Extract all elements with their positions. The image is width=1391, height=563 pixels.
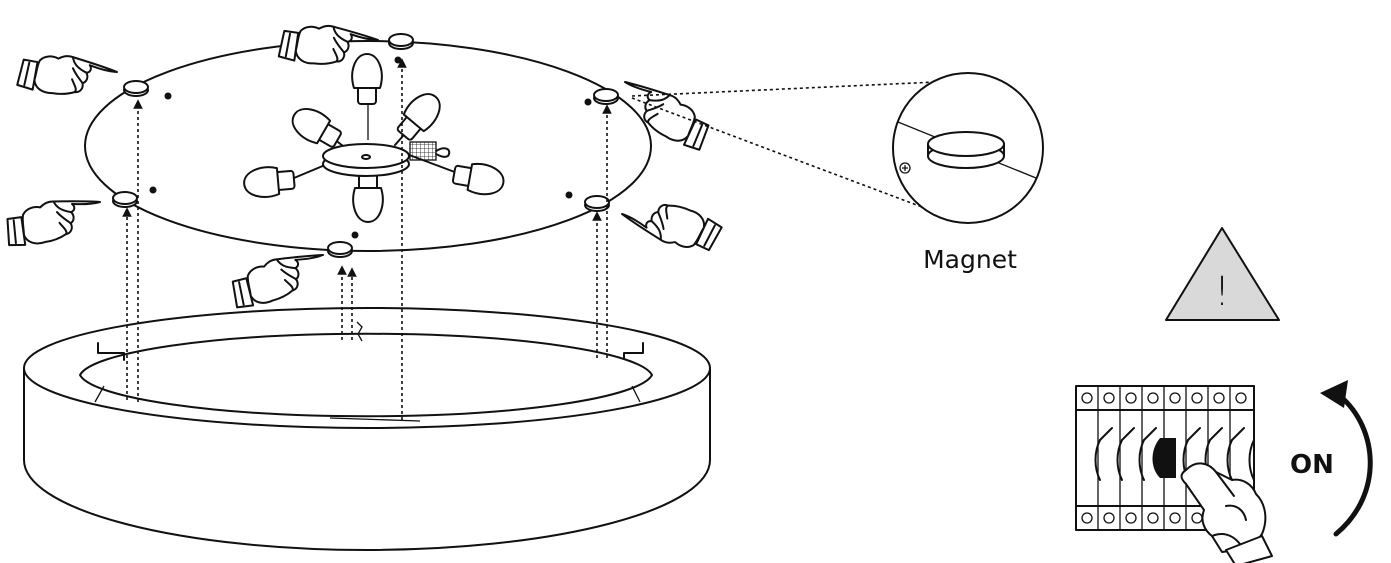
- pointing-hand-icon: [227, 246, 332, 311]
- magnet-3: [593, 88, 619, 105]
- pointing-hand-icon: [617, 183, 724, 263]
- magnet-1: [123, 80, 149, 97]
- circuit-breaker-icon: [1075, 385, 1273, 563]
- magnet-detail-icon: [631, 72, 1044, 224]
- pointing-hand-icon: [15, 47, 120, 106]
- switch-on-label: ON: [1290, 450, 1334, 480]
- pointing-hand-icon: [2, 193, 106, 249]
- warning-exclamation: !: [1214, 269, 1230, 315]
- warning-triangle-icon: !: [1165, 227, 1280, 321]
- magnet-4: [112, 191, 138, 208]
- alignment-arrows: [122, 58, 612, 420]
- magnet-6: [327, 241, 353, 258]
- rotate-arrow-icon: [1320, 380, 1373, 537]
- ceiling-base-ring: [23, 307, 711, 551]
- magnet-label: Magnet: [923, 245, 1017, 274]
- pointing-hand-icon: [610, 74, 717, 154]
- magnet-2: [388, 33, 414, 50]
- light-fixture: [241, 53, 507, 223]
- magnet-5: [584, 195, 610, 212]
